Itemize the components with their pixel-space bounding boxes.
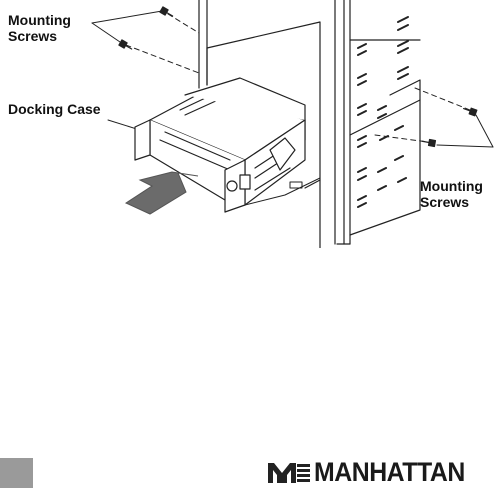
- brand-logo: MANHATTAN: [268, 457, 478, 487]
- right-chassis-rails: [335, 0, 420, 244]
- docking-case-label: Docking Case: [8, 101, 101, 117]
- manhattan-m-logo-icon: [268, 461, 310, 483]
- mounting-screws-label-right-line2: Screws: [420, 194, 483, 210]
- page-tab: [0, 458, 33, 488]
- rail-slots: [358, 17, 408, 207]
- insert-arrow-icon: [126, 172, 198, 214]
- installation-diagram: [0, 0, 498, 248]
- brand-name: MANHATTAN: [314, 457, 465, 487]
- mounting-screws-label-right: Mounting Screws: [420, 178, 483, 210]
- mounting-screws-label-top: Mounting Screws: [8, 12, 71, 44]
- mounting-screws-label-top-line1: Mounting: [8, 12, 71, 28]
- mounting-screws-label-top-line2: Screws: [8, 28, 71, 44]
- mounting-screws-label-right-line1: Mounting: [420, 178, 483, 194]
